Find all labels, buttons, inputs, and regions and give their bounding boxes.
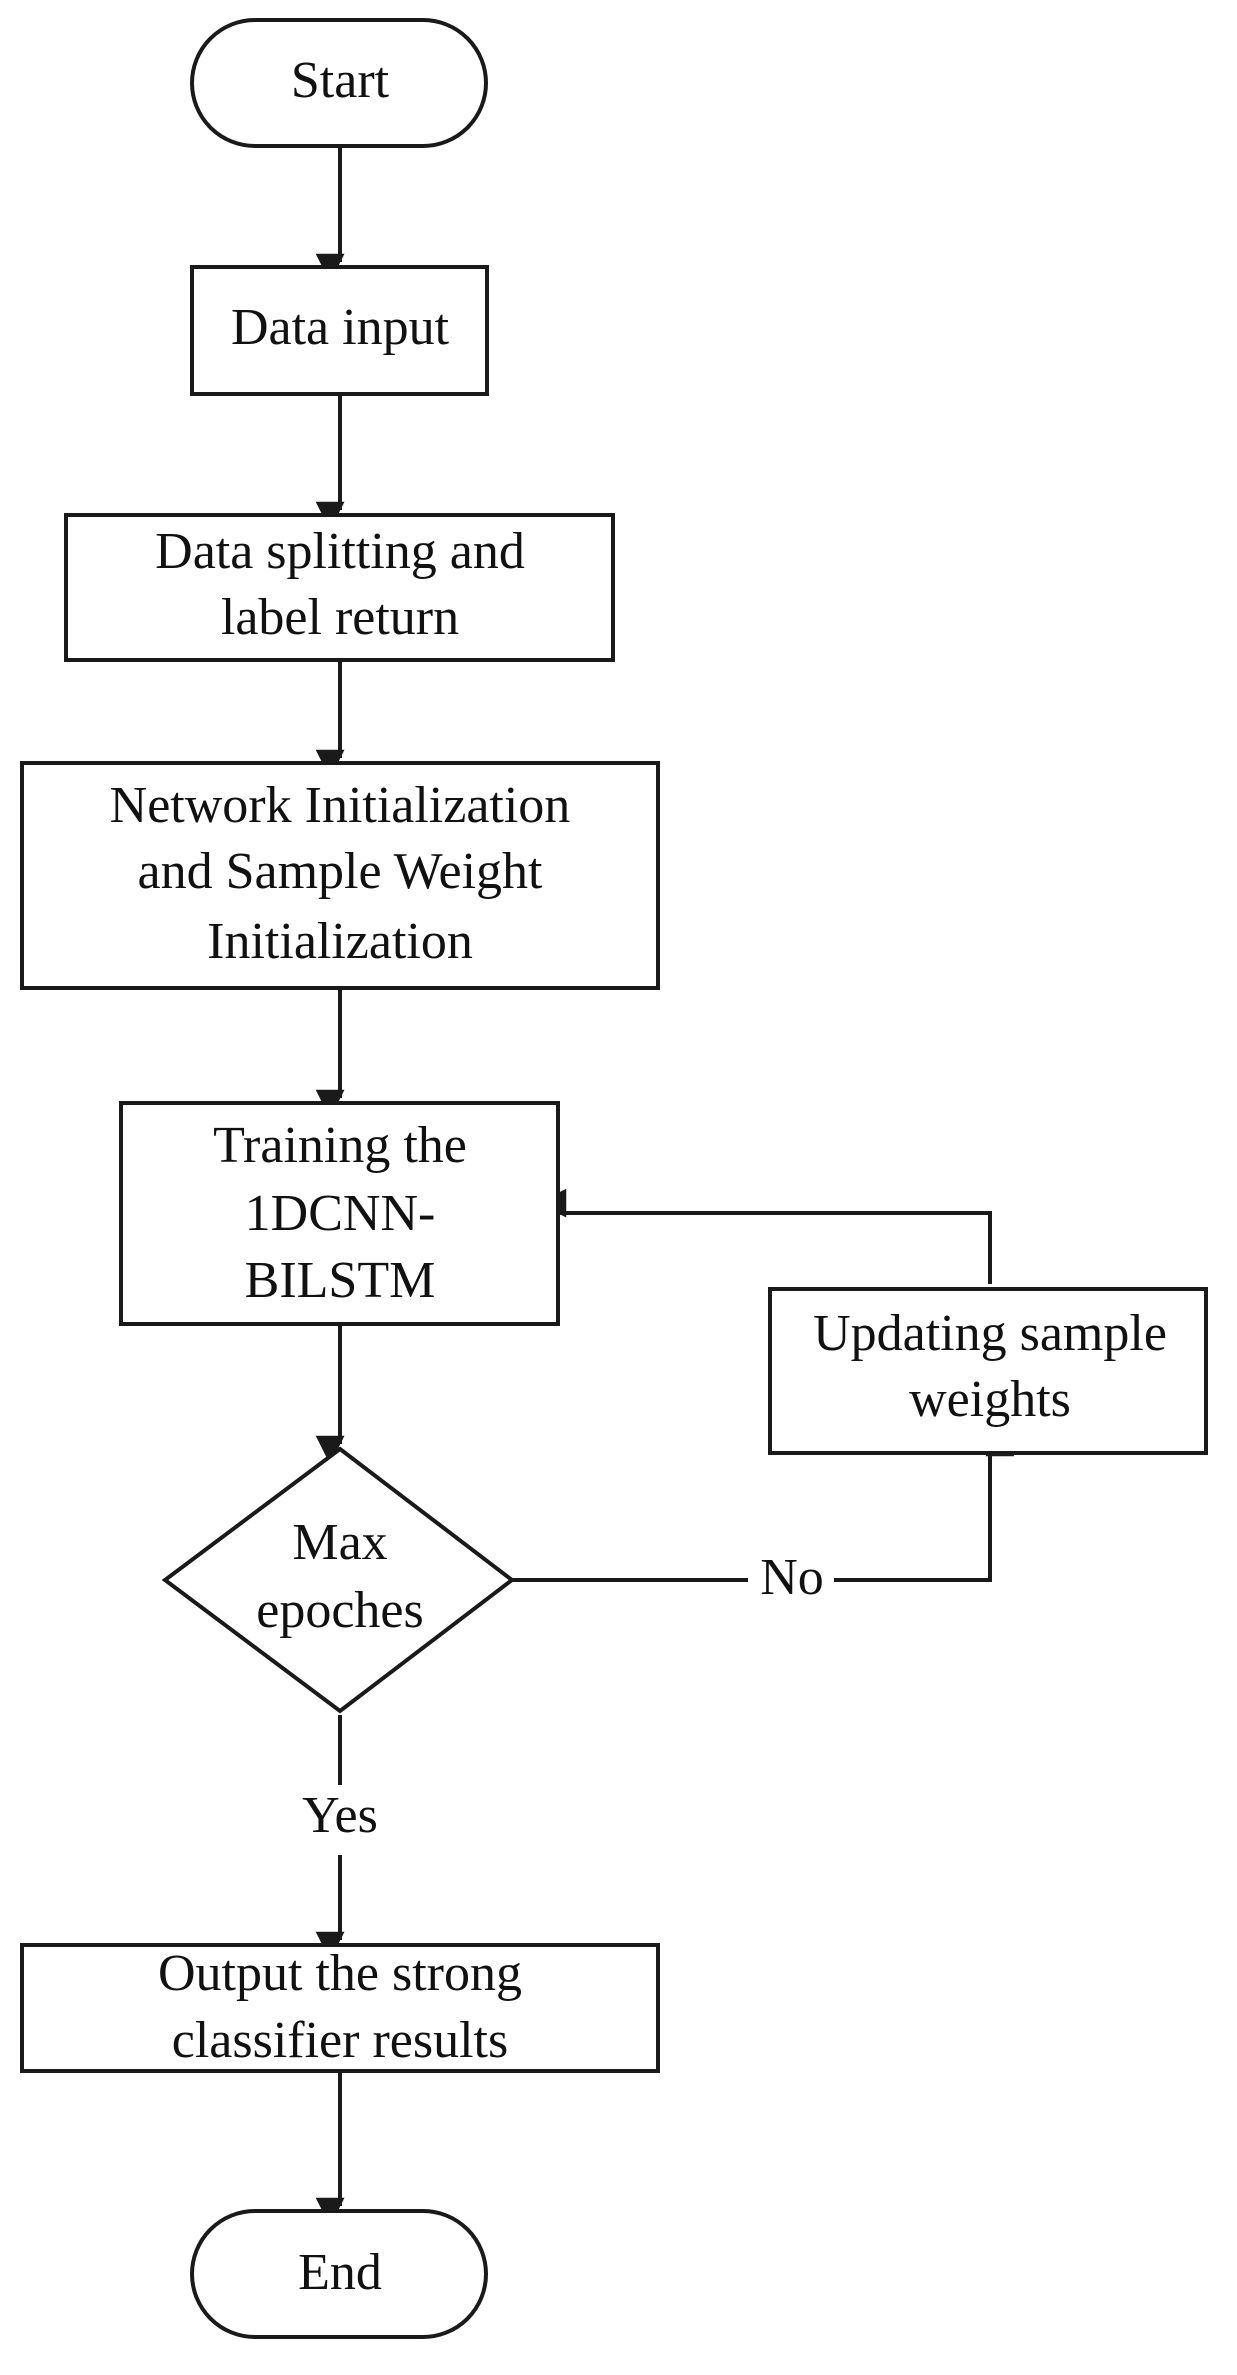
network-init-label-line-2: and Sample Weight (137, 843, 543, 900)
start-node: Start (190, 18, 488, 148)
edge-updating-to-training (537, 1188, 992, 1284)
network-init-label-line-1: Network Initialization (110, 777, 571, 834)
edge-label-yes: Yes (285, 1785, 395, 1855)
data-splitting-node: Data splitting and label return (64, 513, 615, 662)
max-epoches-decision-node: Max epoches (161, 1446, 516, 1714)
output-label-line-1: Output the strong (158, 1945, 522, 2002)
edge-decision-no-to-updating (512, 1427, 1015, 1582)
edge-label-no: No (748, 1549, 834, 1608)
network-init-label-line-3: Initialization (207, 913, 473, 970)
edges (315, 146, 1015, 2227)
data-input-label: Data input (231, 299, 450, 356)
updating-weights-node: Updating sample weights (768, 1287, 1208, 1455)
updating-weights-label-line-2: weights (909, 1371, 1071, 1428)
edge-label-yes-text: Yes (302, 1787, 378, 1844)
data-input-node: Data input (190, 265, 489, 396)
network-init-node: Network Initialization and Sample Weight… (20, 761, 660, 990)
edge-label-no-text: No (760, 1549, 824, 1606)
training-node: Training the 1DCNN- BILSTM (119, 1101, 560, 1326)
decision-label-line-2: epoches (256, 1582, 423, 1639)
data-splitting-label-line-2: label return (221, 589, 459, 646)
training-label-line-2: 1DCNN- (245, 1185, 436, 1242)
end-label: End (298, 2244, 382, 2301)
output-label-line-2: classifier results (172, 2012, 508, 2069)
decision-label-line-1: Max (292, 1514, 387, 1571)
training-label-line-1: Training the (213, 1117, 467, 1174)
training-label-line-3: BILSTM (245, 1252, 436, 1309)
start-label: Start (291, 52, 390, 109)
output-results-node: Output the strong classifier results (20, 1943, 660, 2073)
end-node: End (190, 2209, 488, 2339)
updating-weights-label-line-1: Updating sample (813, 1305, 1167, 1362)
data-splitting-label-line-1: Data splitting and (155, 523, 525, 580)
